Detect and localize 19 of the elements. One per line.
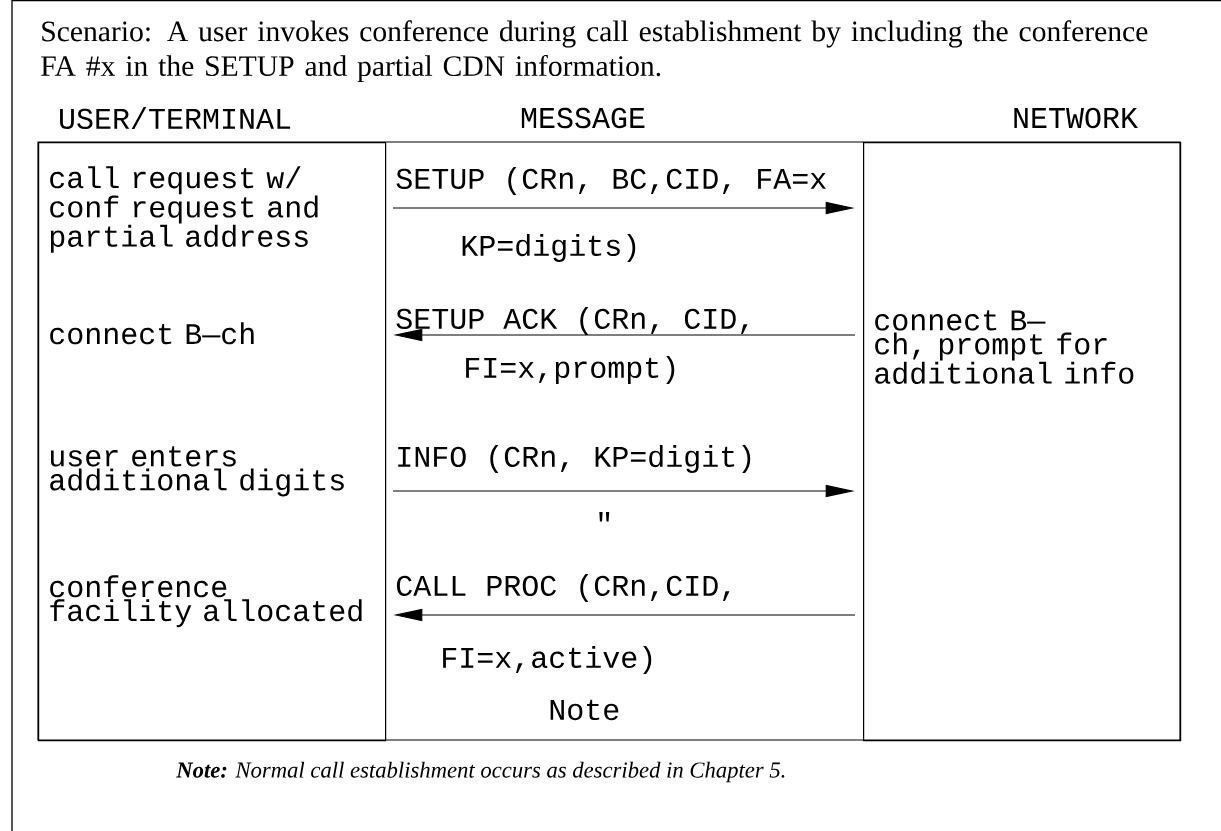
message-label: INFO (CRn, KP=digit) [398, 445, 751, 473]
column-heading: MESSAGE [521, 107, 645, 129]
note-text: Note: Normal call establishment occurs as described in Chapter 5. [176, 761, 785, 783]
message-label: KP=digits) [462, 234, 636, 262]
message-label: FI=x,active) [443, 646, 652, 674]
step-text: connect B—ch [50, 322, 254, 345]
step-text: call request w/ conf request and partial address [50, 166, 318, 253]
message-label: FI=x,prompt) [466, 356, 675, 384]
column-heading: NETWORK [1014, 107, 1138, 129]
column-heading: USER/TERMINAL [60, 106, 291, 129]
step-text: conference facility allocated [50, 575, 362, 628]
message-label: SETUP ACK (CRn, CID, [396, 307, 748, 335]
scenario-text: Scenario: A user invokes conference during call establishment by including the conference FA #x in the SETUP and partial CDN information. [41, 20, 1148, 83]
message-label: Note [550, 699, 619, 721]
message-label: SETUP (CRn, BC,CID, FA=x [396, 167, 826, 195]
message-label: CALL PROC (CRn,CID, [396, 574, 730, 602]
step-text: connect B—ch, prompt for additional info [875, 310, 1134, 384]
step-text: user enters additional digits [50, 446, 344, 497]
message-label: " [599, 512, 610, 522]
